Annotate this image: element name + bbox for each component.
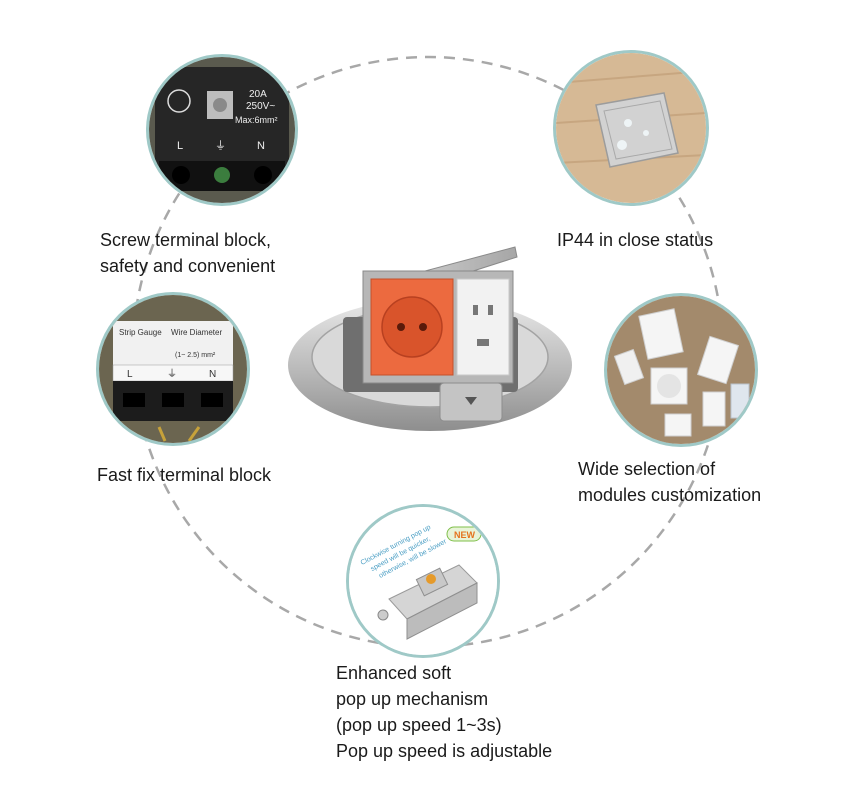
caption-line: pop up mechanism <box>336 689 489 709</box>
screw-terminal-caption: Screw terminal block, safety and conveni… <box>100 227 275 279</box>
neutral-label: N <box>209 369 216 380</box>
rating-current-label: 20A <box>249 89 267 100</box>
caption-line: Fast fix terminal block <box>97 465 272 485</box>
earth-label: ⏚ <box>215 139 226 152</box>
wire-diameter-label: Wire Diameter <box>171 328 222 337</box>
live-label: L <box>127 369 133 380</box>
caption-line: (pop up speed 1~3s) <box>336 715 502 735</box>
modules-caption: Wide selection of modules customization <box>578 456 761 508</box>
closed-lid-photo <box>556 53 706 203</box>
ip44-circle <box>553 50 709 206</box>
live-label: L <box>177 140 183 152</box>
screw-terminal-photo: 20A 250V~ Max:6mm² L ⏚ N <box>149 57 295 203</box>
max-wire-label: Max:6mm² <box>235 115 278 125</box>
pop-up-circle: Clockwise turning pop up speed will be q… <box>346 504 500 658</box>
floor-socket-product <box>288 246 572 431</box>
strip-gauge-label: Strip Gauge <box>119 328 162 337</box>
white-module <box>456 278 510 376</box>
caption-line: Wide selection of <box>578 459 716 479</box>
rating-voltage-label: 250V~ <box>246 101 275 112</box>
caption-line: Screw terminal block, <box>100 230 272 250</box>
modules-photo <box>607 296 755 444</box>
wire-range-label: (1~ 2.5) mm² <box>175 352 216 359</box>
neutral-label: N <box>257 140 265 152</box>
caption-line: Pop up speed is adjustable <box>336 741 553 761</box>
caption-line: IP44 in close status <box>557 230 714 250</box>
fast-fix-circle: Strip Gauge Wire Diameter (1~ 2.5) mm² L… <box>96 292 250 446</box>
caption-line: modules customization <box>578 485 762 505</box>
new-badge-label: NEW <box>454 530 476 540</box>
caption-line: Enhanced soft <box>336 663 452 683</box>
modules-circle <box>604 293 758 447</box>
screw-terminal-circle: 20A 250V~ Max:6mm² L ⏚ N <box>146 54 298 206</box>
fast-fix-caption: Fast fix terminal block <box>97 462 271 488</box>
pop-up-caption: Enhanced soft pop up mechanism (pop up s… <box>336 660 552 764</box>
ip44-caption: IP44 in close status <box>557 227 713 253</box>
earth-label: ⏚ <box>167 368 177 380</box>
fast-fix-terminal-photo: Strip Gauge Wire Diameter (1~ 2.5) mm² L… <box>99 295 247 443</box>
caption-line: safety and convenient <box>100 256 276 276</box>
pop-up-mechanism-photo: Clockwise turning pop up speed will be q… <box>349 507 497 655</box>
